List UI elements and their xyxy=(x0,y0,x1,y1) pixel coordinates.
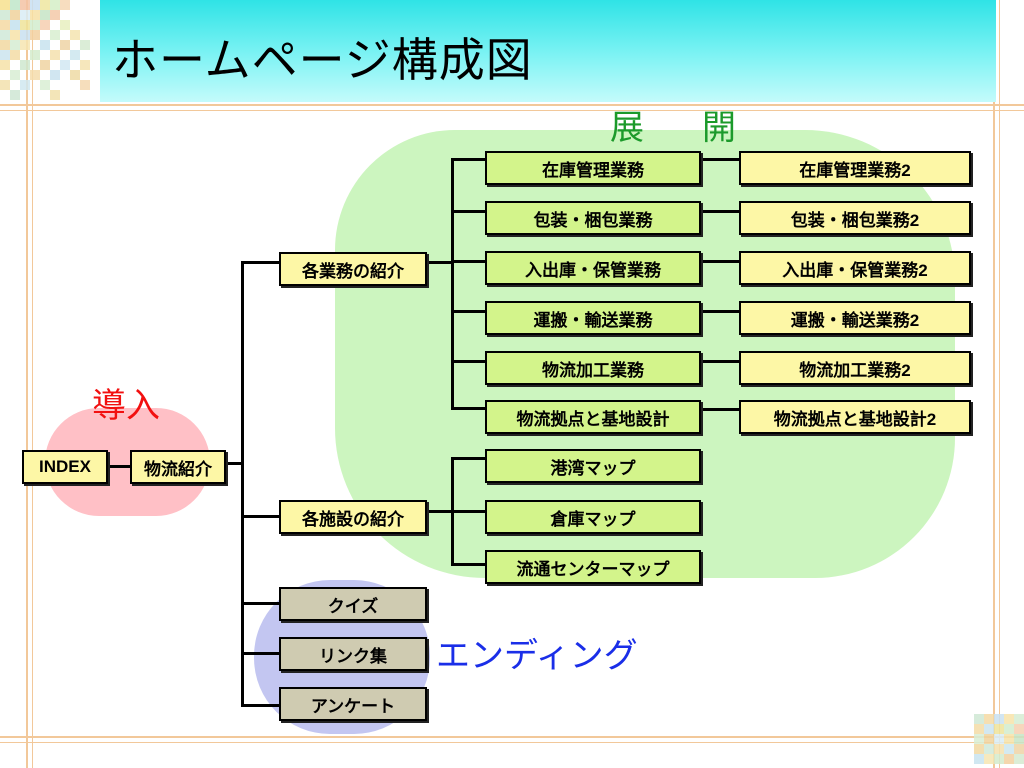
facility-node-3[interactable]: 流通センターマップ xyxy=(485,550,701,584)
connector-business-branch-1 xyxy=(451,158,485,161)
expansion-zone-label: 展 開 xyxy=(610,108,748,148)
frame-line-top-1 xyxy=(0,104,1024,106)
index-node[interactable]: INDEX xyxy=(22,450,108,484)
frame-line-right-1 xyxy=(993,0,995,768)
intro-zone-label: 導入 xyxy=(92,386,160,426)
business-intro-node[interactable]: 各業務の紹介 xyxy=(279,252,427,286)
connector-business-branch-4 xyxy=(451,310,485,313)
frame-line-top-2 xyxy=(0,110,1024,111)
connector-sub-4 xyxy=(701,310,739,313)
mosaic-decoration-top-left xyxy=(0,0,100,104)
connector-sub-2 xyxy=(701,210,739,213)
logistics-intro-node[interactable]: 物流紹介 xyxy=(130,450,226,484)
facility-node-1[interactable]: 港湾マップ xyxy=(485,449,701,483)
facility-intro-node[interactable]: 各施設の紹介 xyxy=(279,500,427,534)
page-title: ホームページ構成図 xyxy=(112,33,533,87)
frame-line-left-2 xyxy=(32,0,33,768)
business-sub-node-2[interactable]: 包装・梱包業務2 xyxy=(739,201,971,235)
business-sub-node-5[interactable]: 物流加工業務2 xyxy=(739,351,971,385)
title-bar xyxy=(100,0,996,102)
connector-trunk-facility xyxy=(241,515,279,518)
facility-node-2[interactable]: 倉庫マップ xyxy=(485,500,701,534)
connector-business-branch-3 xyxy=(451,260,485,263)
business-node-3[interactable]: 入出庫・保管業務 xyxy=(485,251,701,285)
connector-business-branch-6 xyxy=(451,407,485,410)
connector-trunk-vertical xyxy=(241,261,244,707)
connector-facility-branch-2 xyxy=(451,510,485,513)
business-node-2[interactable]: 包装・梱包業務 xyxy=(485,201,701,235)
links-node[interactable]: リンク集 xyxy=(279,637,427,671)
mosaic-decoration-bottom-right xyxy=(966,710,1024,768)
ending-zone-label: エンディング xyxy=(436,636,638,676)
frame-line-left-1 xyxy=(26,0,28,768)
connector-sub-5 xyxy=(701,360,739,363)
business-node-6[interactable]: 物流拠点と基地設計 xyxy=(485,400,701,434)
business-sub-node-6[interactable]: 物流拠点と基地設計2 xyxy=(739,400,971,434)
connector-sub-3 xyxy=(701,260,739,263)
connector-trunk-survey xyxy=(241,704,279,707)
quiz-node[interactable]: クイズ xyxy=(279,587,427,621)
frame-line-bottom-2 xyxy=(0,742,1024,743)
connector-trunk-business xyxy=(241,261,279,264)
connector-business-branch-2 xyxy=(451,210,485,213)
business-node-5[interactable]: 物流加工業務 xyxy=(485,351,701,385)
connector-trunk-quiz xyxy=(241,602,279,605)
connector-sub-1 xyxy=(701,158,739,161)
survey-node[interactable]: アンケート xyxy=(279,687,427,721)
connector-trunk-links xyxy=(241,652,279,655)
connector-business-branch-5 xyxy=(451,360,485,363)
business-node-1[interactable]: 在庫管理業務 xyxy=(485,151,701,185)
connector-business-stem xyxy=(427,261,453,264)
business-sub-node-1[interactable]: 在庫管理業務2 xyxy=(739,151,971,185)
connector-facility-branch-3 xyxy=(451,563,485,566)
frame-line-bottom-1 xyxy=(0,736,1024,738)
connector-business-vertical xyxy=(451,158,454,410)
connector-logistics-trunk xyxy=(226,462,244,465)
business-sub-node-3[interactable]: 入出庫・保管業務2 xyxy=(739,251,971,285)
connector-facility-branch-1 xyxy=(451,457,485,460)
connector-sub-6 xyxy=(701,408,739,411)
connector-index-logistics xyxy=(108,465,130,468)
frame-line-right-2 xyxy=(999,0,1000,768)
connector-facility-stem xyxy=(427,510,453,513)
business-sub-node-4[interactable]: 運搬・輸送業務2 xyxy=(739,301,971,335)
business-node-4[interactable]: 運搬・輸送業務 xyxy=(485,301,701,335)
